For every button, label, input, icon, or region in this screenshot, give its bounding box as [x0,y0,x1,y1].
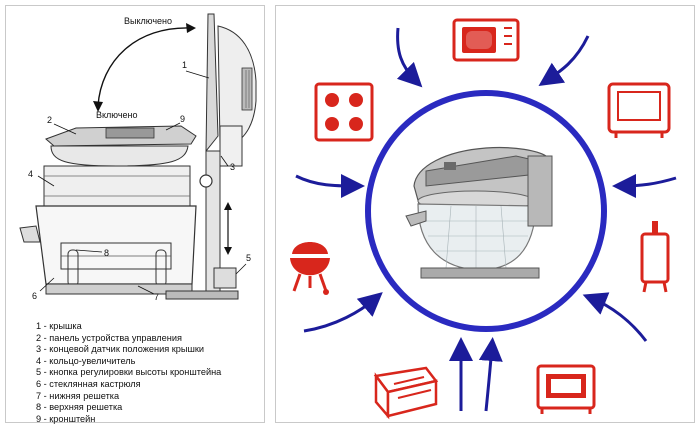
microwave-icon [452,18,520,62]
oven-icon [607,82,671,138]
bracket-column [199,125,243,292]
state-off-label: Выключено [124,16,172,26]
lid-closed [45,125,197,167]
open-close-arrow [97,27,192,107]
roaster-icon [536,364,596,414]
callout-lines [37,70,247,295]
parts-legend: 1 - крышка 2 - панель устройства управле… [36,321,221,425]
state-on-label: Включено [96,110,138,120]
legend-item: 5 - кнопка регулировки высоты кронштейна [36,367,222,378]
inward-arrows [295,27,677,412]
callout-3: 3 [230,162,235,172]
callout-4: 4 [28,169,33,179]
appliance-cross-section: Выключено Включено [19,13,257,302]
functions-illustration [290,18,677,420]
legend-item: 2 - панель устройства управления [36,332,182,343]
callout-8: 8 [104,248,109,258]
halogen-oven-picture [405,146,553,279]
boiler-icon [640,221,670,293]
legend-item: 6 - стеклянная кастрюля [36,378,141,389]
appliance-diagram-panel: Выключено Включено [5,5,265,425]
arrow-head-down [93,101,103,112]
pot-body [19,165,239,300]
legend-item: 8 - верхняя решетка [36,402,123,413]
grill-icon [290,242,330,295]
legend-item: 9 - кронштейн [36,413,96,424]
legend-item: 3 - концевой датчик положения крышки [36,344,204,355]
functions-panel [275,5,695,423]
arrow-head-right [186,23,196,33]
toaster-icon [373,366,439,420]
callout-1: 1 [182,60,187,70]
legend-item: 7 - нижняя решетка [36,390,120,401]
callout-7: 7 [154,292,159,302]
callout-5: 5 [246,253,251,263]
legend-item: 1 - крышка [36,321,82,331]
stove-icon [314,82,374,142]
callout-9: 9 [180,114,185,124]
lid-open-position [205,13,257,153]
legend-item: 4 - кольцо-увеличитель [36,355,136,366]
callout-6: 6 [32,291,37,301]
callout-2: 2 [47,115,52,125]
